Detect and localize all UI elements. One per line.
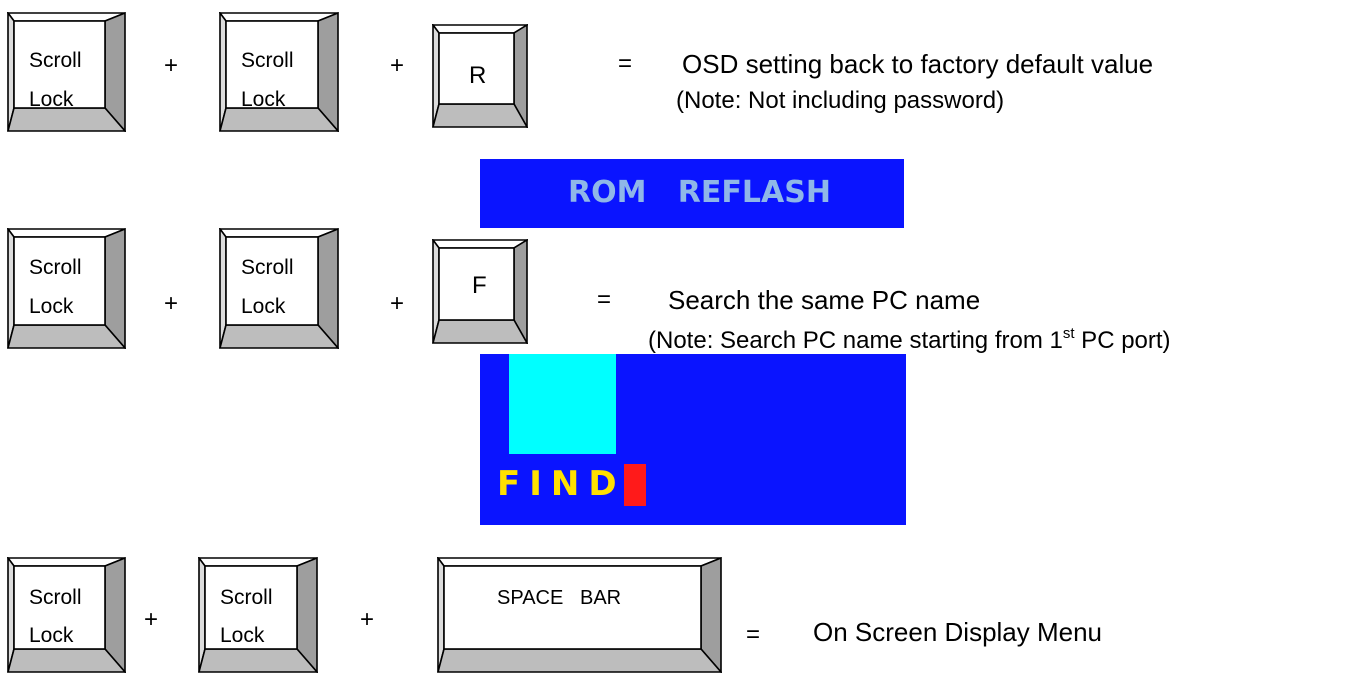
keycap-face [13,565,106,650]
action-description: Search the same PC name [668,285,981,315]
key-label: Lock [29,88,74,111]
bevel-bottom [432,319,528,344]
keycap-face [225,20,319,109]
osd-find-label: FIND: [497,464,649,504]
plus-sign: + [390,52,405,79]
osd-highlight-box [509,354,616,454]
key-label: Scroll [241,49,294,72]
key-label: Lock [241,88,286,111]
bevel-bottom [7,648,126,673]
bevel-bottom [437,648,722,673]
action-description: OSD setting back to factory default valu… [682,49,1154,79]
osd-reflash-text: ROM REFLASH [568,175,831,210]
key-label: Scroll [29,49,82,72]
keycap-bevel [198,557,318,673]
key-label: Lock [29,624,74,647]
key-label: SPACE BAR [497,587,622,609]
keycap-bevel [219,228,339,349]
keycap-face [204,565,298,650]
key-label: R [469,62,487,89]
bevel-top [432,24,528,34]
keycap-face [225,236,319,326]
osd-text-cursor [624,464,646,506]
osd-find-screen: FIND: [480,354,906,525]
equals-sign: = [746,621,761,648]
equals-sign: = [597,286,612,313]
f-key: F [432,239,528,344]
key-label: Scroll [29,256,82,279]
bevel-top [437,557,722,567]
key-label: Lock [241,295,286,318]
scroll-lock-key: Scroll Lock [7,228,126,349]
scroll-lock-key: Scroll Lock [198,557,318,673]
bevel-bottom [7,324,126,349]
keycap-bevel [7,557,126,673]
note-text: (Note: Search PC name starting from 1 [648,327,1063,354]
plus-sign: + [390,290,405,317]
scroll-lock-key: Scroll Lock [219,12,339,132]
bevel-bottom [198,648,318,673]
action-note: (Note: Not including password) [676,87,1005,114]
scroll-lock-key: Scroll Lock [7,12,126,132]
osd-rom-reflash-screen: ROM REFLASH [480,159,904,228]
keycap-face [438,247,515,321]
scroll-lock-key: Scroll Lock [7,557,126,673]
keycap-face [13,20,106,109]
key-label: Lock [220,624,265,647]
keycap-bevel [432,24,528,128]
bevel-top [432,239,528,249]
r-key: R [432,24,528,128]
keycap-bevel [219,12,339,132]
plus-sign: + [360,606,375,633]
key-label: Scroll [220,586,273,609]
note-superscript: st [1062,325,1075,342]
plus-sign: + [164,290,179,317]
keycap-face [438,32,515,105]
plus-sign: + [144,606,159,633]
plus-sign: + [164,52,179,79]
scroll-lock-key: Scroll Lock [219,228,339,349]
bevel-bottom [432,103,528,128]
keycap-bevel [437,557,722,673]
keycap-face [13,236,106,326]
keycap-bevel [7,12,126,132]
key-label: Lock [29,295,74,318]
equals-sign: = [618,50,633,77]
key-label: Scroll [29,586,82,609]
note-text: PC port) [1074,327,1171,354]
bevel-bottom [219,324,339,349]
key-label: F [472,272,487,299]
action-description: On Screen Display Menu [813,617,1103,647]
key-label: Scroll [241,256,294,279]
keycap-face [443,565,702,650]
keycap-bevel [432,239,528,344]
space-bar-key: SPACE BAR [437,557,722,673]
keycap-bevel [7,228,126,349]
action-note: (Note: Search PC name starting from 1st … [648,326,1171,356]
